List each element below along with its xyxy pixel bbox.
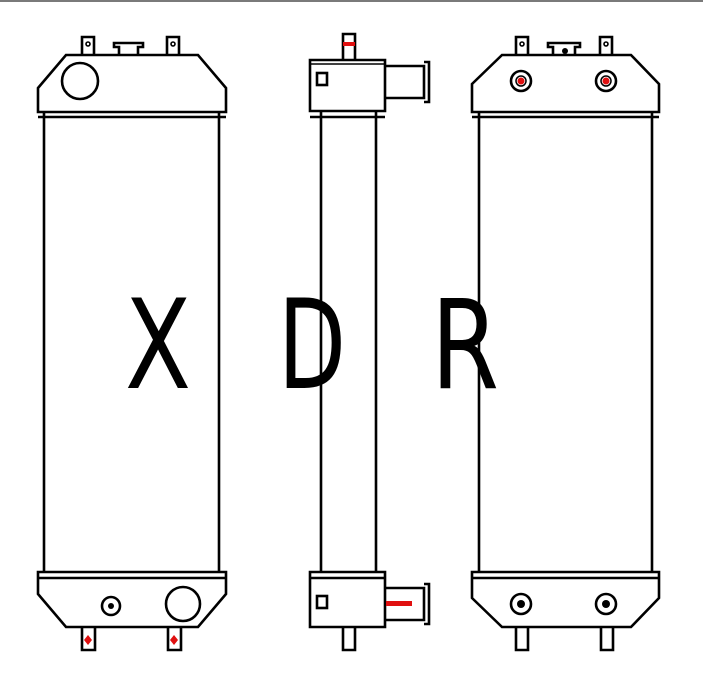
top-border [0,0,703,2]
filler-cap-icon [112,41,145,56]
side-core [319,111,378,572]
front-inlet-port [60,61,100,101]
front-bottom-bracket-left [80,627,97,652]
rear-bottom-tank [470,570,661,629]
rear-bottom-port-left [509,592,533,616]
radiator-front-view [36,35,228,652]
rear-bottom-port-right [594,592,618,616]
front-top-bracket-left [80,35,96,55]
front-top-tank [36,53,228,114]
rear-top-port-right [594,69,618,93]
rear-core [477,112,654,572]
front-top-bracket-right [165,35,181,55]
side-top-stub [341,32,357,60]
watermark-letter-d: D [278,274,346,418]
watermark: X D R [125,274,499,418]
side-bottom-tank [308,570,387,629]
side-bottom-stub [341,627,357,652]
side-bottom-hose [385,586,426,622]
rear-top-tank [470,53,661,114]
front-outlet-port [164,585,202,623]
rear-top-port-left [509,69,533,93]
radiator-rear-view [470,35,661,652]
radiator-side-view [308,32,431,652]
front-core [42,112,221,572]
side-top-hose [385,64,426,100]
front-drain-port [100,595,122,617]
side-top-tank [308,58,387,113]
rear-cap-icon [546,41,582,55]
front-bottom-tank [36,570,228,629]
watermark-letter-x: X [125,274,191,418]
front-bottom-bracket-right [166,627,183,652]
watermark-letter-r: R [431,274,499,418]
